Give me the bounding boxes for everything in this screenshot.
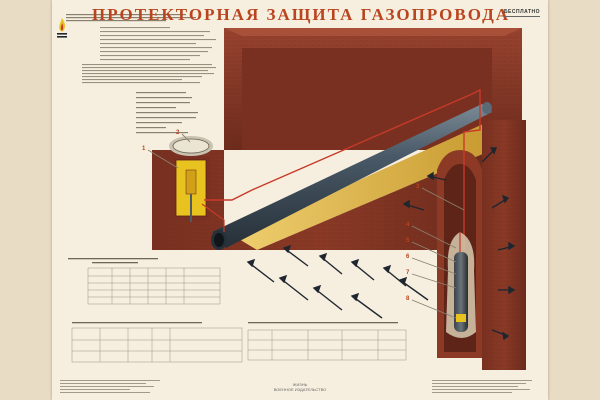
- footer-left-print: [60, 380, 160, 393]
- magnesium-anode: [446, 232, 476, 338]
- poster: 1 2 3 4 5 6 7 8: [52, 0, 548, 400]
- trench-back: [242, 48, 492, 150]
- flame-icon: [57, 18, 67, 38]
- callout-4: 4: [406, 222, 410, 228]
- legend-list: [136, 92, 198, 134]
- callout-3: 3: [416, 184, 420, 190]
- free-stamp: БЕСПЛАТНО: [503, 9, 540, 17]
- callout-2: 2: [176, 130, 180, 136]
- description-text: [82, 64, 216, 84]
- callout-7: 7: [406, 270, 410, 276]
- trench-floor: [227, 120, 492, 250]
- callout-6: 6: [406, 254, 410, 260]
- current-flow-arrows: [246, 147, 516, 341]
- control-point-box: [169, 136, 213, 222]
- soil-top-surface: [224, 28, 522, 36]
- gas-pipeline: [211, 102, 492, 250]
- anode-characteristics-table: [68, 258, 221, 305]
- backfill-composition-table: [247, 322, 407, 361]
- poster-title: ПРОТЕКТОРНАЯ ЗАЩИТА ГАЗОПРОВОДА: [92, 5, 511, 24]
- intro-text: [66, 14, 196, 22]
- callout-5: 5: [406, 238, 410, 244]
- protector-diagram: 1 2 3 4 5 6 7 8: [60, 14, 532, 393]
- parts-list-text: [100, 27, 216, 61]
- callout-8: 8: [406, 296, 410, 302]
- footer-right-print: [432, 380, 532, 393]
- publisher-line: ВОЕННОЕ ИЗДАТЕЛЬСТВО: [273, 386, 327, 392]
- publisher-imprint: ЖИЗНЬ ВОЕННОЕ ИЗДАТЕЛЬСТВО: [232, 382, 368, 392]
- callout-1: 1: [142, 146, 146, 152]
- diagram-callouts: [147, 133, 465, 319]
- protector-count-table: [71, 322, 243, 363]
- publisher-line: ЖИЗНЬ: [292, 382, 308, 387]
- connecting-cable: [204, 88, 481, 250]
